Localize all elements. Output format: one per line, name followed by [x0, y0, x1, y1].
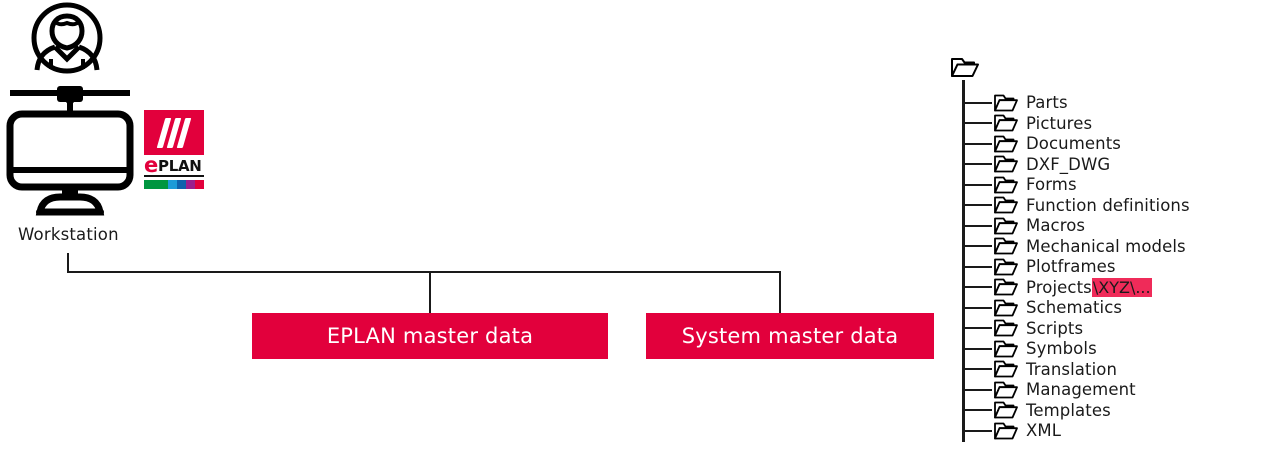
tree-elbow-connector: [962, 286, 992, 288]
tree-row-label: Forms: [1026, 175, 1077, 194]
tree-row[interactable]: Management: [962, 379, 1136, 400]
folder-icon[interactable]: [993, 195, 1019, 215]
tree-row-label: Documents: [1026, 134, 1121, 153]
tree-row-label: Mechanical models: [1026, 236, 1186, 256]
root-folder-icon[interactable]: [950, 56, 980, 79]
tree-elbow-connector: [962, 409, 992, 411]
tree-elbow-connector: [962, 224, 992, 227]
tree-elbow-connector: [962, 347, 992, 350]
tree-elbow-connector: [962, 183, 992, 186]
tree-row[interactable]: DXF_DWG: [962, 154, 1110, 175]
tree-row-label: Management: [1026, 380, 1136, 399]
user-avatar-icon: [24, 0, 110, 76]
folder-icon[interactable]: [993, 113, 1019, 133]
eplan-logo-mark: [144, 110, 204, 155]
tree-row-label-highlight: \XYZ\...: [1091, 277, 1152, 297]
folder-icon[interactable]: [993, 277, 1019, 297]
tree-row-label: Macros: [1026, 216, 1086, 235]
folder-icon[interactable]: [993, 421, 1019, 441]
tree-elbow-connector: [962, 101, 992, 104]
tree-row-label: DXF_DWG: [1026, 154, 1111, 174]
connector-drop-system-master-data: [779, 271, 781, 314]
tree-row-label: XML: [1026, 421, 1062, 440]
tree-row[interactable]: Scripts: [962, 318, 1083, 339]
folder-icon[interactable]: [993, 359, 1019, 379]
tree-row-label: Projects: [1026, 277, 1092, 297]
tree-row[interactable]: Macros: [962, 215, 1085, 236]
tree-elbow-connector: [962, 245, 992, 247]
eplan-master-data-box[interactable]: EPLAN master data: [252, 313, 608, 359]
connector-trunk-vertical: [67, 253, 69, 273]
workstation-monitor-icon: [2, 85, 138, 217]
tree-row[interactable]: Templates: [962, 400, 1111, 421]
eplan-logo: e PLAN: [144, 110, 204, 189]
tree-row[interactable]: Parts: [962, 92, 1068, 113]
tree-row[interactable]: Translation: [962, 359, 1117, 380]
system-master-data-box[interactable]: System master data: [646, 313, 934, 359]
folder-icon[interactable]: [993, 318, 1019, 338]
eplan-wordmark-underline: [144, 175, 204, 177]
tree-elbow-connector: [962, 306, 992, 309]
tree-row-label: Templates: [1026, 400, 1111, 420]
eplan-wordmark: e PLAN: [144, 153, 204, 177]
tree-row[interactable]: Function definitions: [962, 195, 1190, 216]
folder-icon[interactable]: [993, 175, 1019, 195]
folder-icon[interactable]: [993, 216, 1019, 236]
tree-row-label: Scripts: [1026, 318, 1084, 338]
eplan-wordmark-e: e: [144, 153, 159, 177]
tree-row[interactable]: XML: [962, 420, 1061, 441]
tree-row[interactable]: Documents: [962, 133, 1121, 154]
tree-row[interactable]: Forms: [962, 174, 1077, 195]
connector-horizontal-bus: [67, 271, 781, 273]
folder-icon[interactable]: [993, 93, 1019, 113]
tree-row-label: Symbols: [1026, 339, 1097, 358]
tree-elbow-connector: [962, 388, 992, 391]
tree-row-label: Plotframes: [1026, 257, 1116, 276]
tree-row[interactable]: Schematics: [962, 297, 1122, 318]
tree-elbow-connector: [962, 368, 992, 370]
tree-elbow-connector: [962, 163, 992, 165]
tree-elbow-connector: [962, 122, 992, 124]
tree-spine: [962, 80, 965, 442]
folder-icon[interactable]: [993, 400, 1019, 420]
color-swatch-red: [195, 180, 204, 189]
folder-icon[interactable]: [993, 298, 1019, 318]
color-swatch-darkblue: [177, 180, 186, 189]
tree-elbow-connector: [962, 265, 992, 268]
tree-elbow-connector: [962, 327, 992, 329]
eplan-wordmark-plan: PLAN: [158, 157, 202, 175]
color-swatch-green: [144, 180, 168, 189]
eplan-color-bar: [144, 180, 204, 189]
tree-elbow-connector: [962, 429, 992, 432]
connector-drop-eplan-master-data: [429, 271, 431, 314]
folder-icon[interactable]: [993, 257, 1019, 277]
tree-row-label: Pictures: [1026, 113, 1093, 133]
color-swatch-purple: [186, 180, 195, 189]
tree-row-label: Parts: [1026, 93, 1068, 112]
tree-row-label: Schematics: [1026, 298, 1123, 317]
folder-icon[interactable]: [993, 380, 1019, 400]
workstation-label: Workstation: [18, 225, 119, 244]
tree-row[interactable]: Mechanical models: [962, 236, 1186, 257]
tree-row[interactable]: Symbols: [962, 338, 1097, 359]
tree-row-label: Function definitions: [1026, 195, 1190, 215]
tree-row[interactable]: Projects\XYZ\...: [962, 277, 1152, 298]
tree-elbow-connector: [962, 142, 992, 145]
tree-row[interactable]: Plotframes: [962, 256, 1116, 277]
folder-icon[interactable]: [993, 339, 1019, 359]
folder-icon[interactable]: [993, 154, 1019, 174]
tree-elbow-connector: [962, 204, 992, 206]
tree-row-label: Translation: [1026, 359, 1118, 379]
tree-row[interactable]: Pictures: [962, 113, 1092, 134]
color-swatch-lightblue: [168, 180, 177, 189]
folder-icon[interactable]: [993, 236, 1019, 256]
folder-icon[interactable]: [993, 134, 1019, 154]
